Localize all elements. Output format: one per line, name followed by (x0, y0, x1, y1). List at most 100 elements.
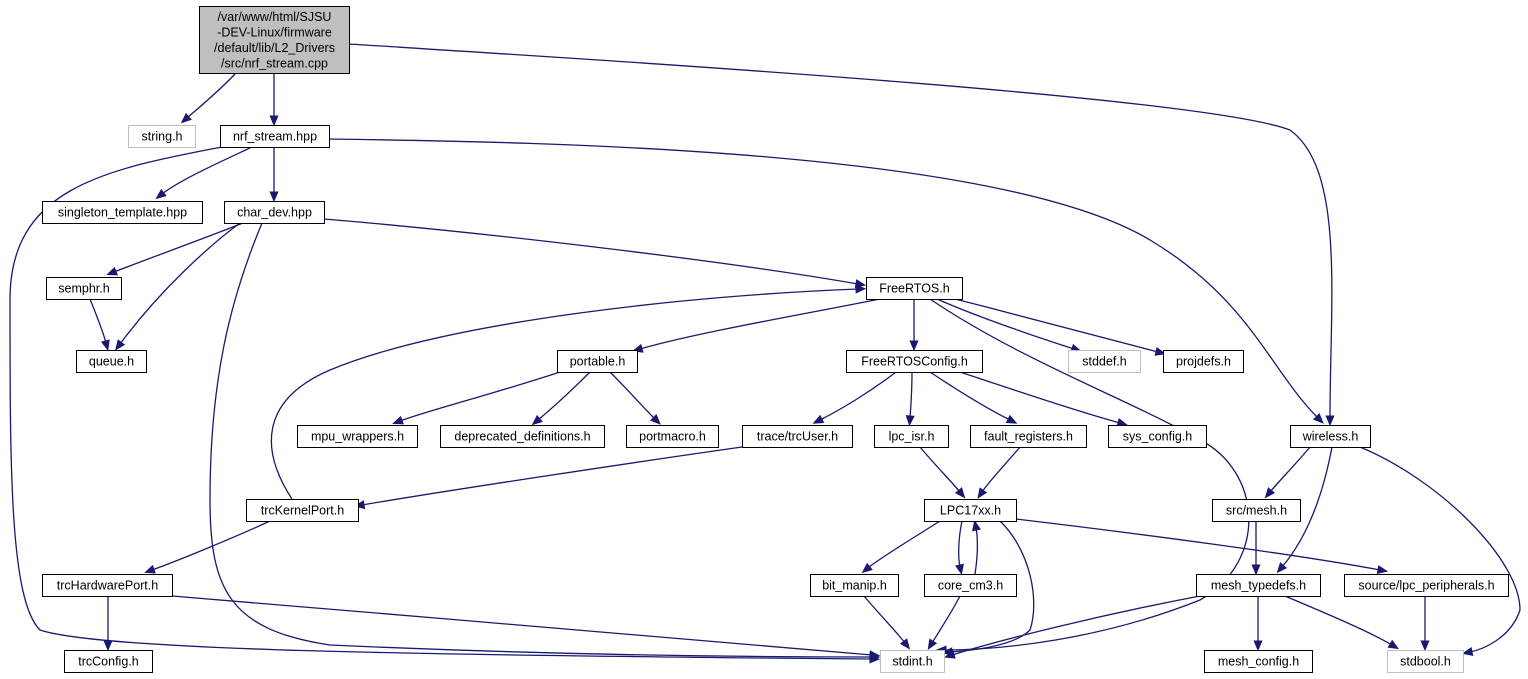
edge-line (974, 527, 979, 575)
edge-nrf_stream_hpp-to-wireless_h (328, 138, 1324, 424)
node-lpc-isr-h[interactable]: lpc_isr.h (874, 425, 949, 448)
edge-bit_manip_h-to-stdint_h (863, 595, 911, 650)
node-semphr-h[interactable]: semphr.h (46, 277, 122, 300)
edge-line (161, 146, 253, 195)
node-label: string.h (142, 130, 183, 144)
edge-line (171, 595, 873, 656)
node-char-dev-hpp[interactable]: char_dev.hpp (224, 201, 325, 224)
node-fault-registers-h[interactable]: fault_registers.h (970, 425, 1087, 448)
node-freertos-h[interactable]: FreeRTOS.h (866, 277, 963, 300)
node-label: singleton_template.hpp (58, 206, 187, 220)
node-label: queue.h (89, 355, 134, 369)
node-label: nrf_stream.hpp (233, 130, 317, 144)
node-label: src/mesh.h (1226, 504, 1287, 518)
node-box (1068, 350, 1141, 373)
node-mesh-config-h[interactable]: mesh_config.h (1204, 650, 1313, 673)
node-wireless-h[interactable]: wireless.h (1290, 425, 1371, 448)
edge-line (348, 43, 1333, 419)
edge-trckernelport_h-to-trchardwareport_h (144, 520, 271, 574)
node-box (866, 277, 963, 300)
node-freertosconfig-h[interactable]: FreeRTOSConfig.h (846, 350, 983, 373)
node-root[interactable]: /var/www/html/SJSU-DEV-Linux/firmware/de… (199, 6, 350, 74)
edge-arrowhead (180, 112, 192, 124)
node-box (924, 499, 1017, 522)
edge-line (1281, 446, 1333, 568)
node-box (199, 6, 350, 74)
edge-arrowhead (1313, 413, 1324, 424)
edge-arrowhead (1264, 487, 1276, 499)
node-nrf-stream-hpp[interactable]: nrf_stream.hpp (220, 125, 330, 148)
node-src-mesh-h[interactable]: src/mesh.h (1212, 499, 1301, 522)
edge-core_cm3_h-to-stdint_h (927, 595, 961, 651)
node-sys-config-h[interactable]: sys_config.h (1108, 425, 1207, 448)
edge-line (931, 595, 961, 644)
node-label: wireless.h (1302, 430, 1359, 444)
edge-src_mesh_h-to-mesh_typedefs_h (1251, 521, 1261, 576)
edge-line (1269, 446, 1311, 493)
node-deprecated-definitions-h[interactable]: deprecated_definitions.h (440, 425, 605, 448)
edge-line (328, 138, 1319, 419)
node-box (626, 425, 719, 448)
edge-arrowhead (861, 562, 873, 574)
edge-arrowhead (115, 339, 126, 351)
node-bit-manip-h[interactable]: bit_manip.h (810, 574, 899, 597)
edge-line (119, 222, 241, 345)
node-trcuser-h[interactable]: trace/trcUser.h (742, 425, 853, 448)
node-box (1290, 425, 1371, 448)
node-label: semphr.h (58, 282, 109, 296)
edge-arrowhead (1325, 415, 1335, 427)
edge-freertosconfig_h-to-sys_config_h (959, 371, 1128, 427)
edge-line (1284, 595, 1393, 646)
node-portmacro-h[interactable]: portmacro.h (626, 425, 719, 448)
node-box (1204, 650, 1313, 673)
node-label: /src/nrf_stream.cpp (221, 56, 328, 70)
node-trchardwareport-h[interactable]: trcHardwarePort.h (42, 574, 173, 597)
edge-arrowhead (869, 650, 881, 660)
node-box (1212, 499, 1301, 522)
node-mesh-typedefs-h[interactable]: mesh_typedefs.h (1196, 574, 1321, 597)
edge-line (323, 218, 859, 285)
node-projdefs-h[interactable]: projdefs.h (1163, 350, 1244, 373)
edge-char_dev_hpp-to-queue_h (115, 222, 241, 351)
node-box (1387, 650, 1464, 673)
node-label: stddef.h (1082, 355, 1127, 369)
edge-freertosconfig_h-to-lpc_isr_h (905, 371, 915, 427)
node-box (810, 574, 899, 597)
node-label: LPC17xx.h (940, 504, 1001, 518)
edge-lpc_peripherals_h-to-stdbool_h (1420, 595, 1430, 652)
node-box (874, 425, 949, 448)
node-box (46, 277, 122, 300)
node-box (440, 425, 605, 448)
node-trcconfig-h[interactable]: trcConfig.h (64, 650, 153, 673)
edge-core_cm3_h-to-lpc17xx_h (972, 519, 981, 575)
edge-lpc17xx_h-to-bit_manip_h (861, 520, 941, 574)
node-portable-h[interactable]: portable.h (557, 350, 638, 373)
node-mpu-wrappers-h[interactable]: mpu_wrappers.h (297, 425, 418, 448)
node-singleton-template-hpp[interactable]: singleton_template.hpp (42, 201, 203, 224)
node-box (224, 201, 325, 224)
node-label: trcConfig.h (78, 655, 138, 669)
node-core-cm3-h[interactable]: core_cm3.h (924, 574, 1017, 597)
edge-line (936, 298, 1075, 350)
node-label: char_dev.hpp (237, 206, 312, 220)
node-label: trcHardwarePort.h (57, 579, 158, 593)
node-label: mesh_config.h (1218, 655, 1299, 669)
edge-portable_h-to-portmacro_h (609, 371, 661, 425)
node-lpc17xx-h[interactable]: LPC17xx.h (924, 499, 1017, 522)
edge-line (537, 371, 591, 421)
edge-arrowhead (650, 414, 661, 425)
node-queue-h[interactable]: queue.h (76, 350, 147, 373)
node-lpc-peripherals-h[interactable]: source/lpc_peripherals.h (1344, 574, 1509, 597)
node-box (220, 125, 330, 148)
edge-arrowhead (269, 191, 279, 203)
edge-root-to-string_h (180, 73, 236, 124)
node-trckernelport-h[interactable]: trcKernelPort.h (246, 499, 359, 522)
node-box (1108, 425, 1207, 448)
node-label: trace/trcUser.h (757, 430, 838, 444)
edge-mesh_typedefs_h-to-mesh_config_h (1253, 596, 1263, 652)
edge-arrowhead (972, 519, 981, 532)
edge-nrf_stream_hpp-to-singleton_template_hpp (155, 146, 253, 200)
edge-arrowhead (1005, 414, 1018, 424)
edge-line (959, 371, 1121, 424)
